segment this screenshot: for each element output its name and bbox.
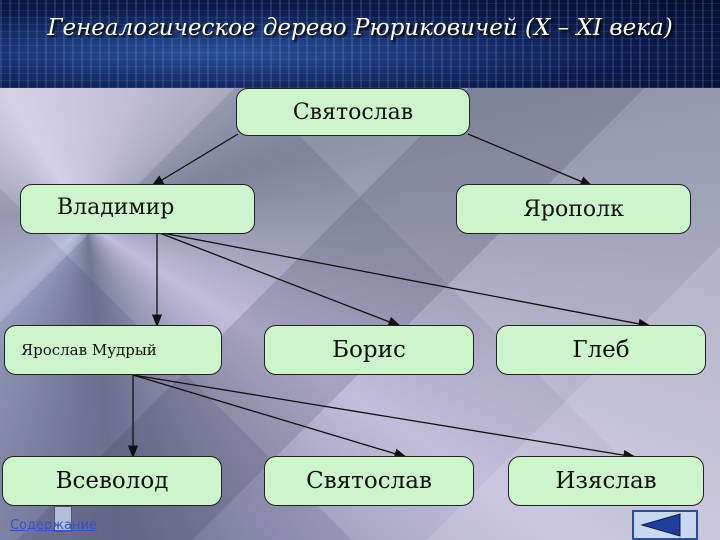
edge-vladimir-gleb [156, 231, 652, 329]
node-boris: Борис [264, 325, 474, 375]
back-arrow-icon [640, 513, 681, 537]
node-yaropolk: Ярополк [456, 184, 691, 234]
node-sviatoslav-top: Святослав [236, 88, 470, 136]
node-izyaslav: Изяслав [508, 456, 704, 506]
edge-sviatoslav-yaropolk [467, 133, 594, 187]
edge-sviatoslav-vladimir [150, 133, 239, 187]
node-vsevolod: Всеволод [2, 456, 222, 506]
node-vladimir: Владимир [20, 184, 255, 234]
header-banner: Генеалогическое дерево Рюриковичей (X – … [0, 0, 720, 88]
home-icon[interactable] [54, 506, 72, 532]
edge-yaroslav-izyaslav [132, 374, 637, 461]
page-title: Генеалогическое дерево Рюриковичей (X – … [47, 15, 673, 41]
edge-vladimir-boris [156, 231, 402, 327]
node-gleb: Глеб [496, 325, 706, 375]
back-button[interactable] [632, 510, 698, 540]
contents-link[interactable]: Содержание [10, 518, 97, 533]
node-yaroslav: Ярослав Мудрый [4, 325, 222, 375]
edge-yaroslav-sviatoslav [132, 374, 408, 459]
node-sviatoslav-bottom: Святослав [264, 456, 474, 506]
